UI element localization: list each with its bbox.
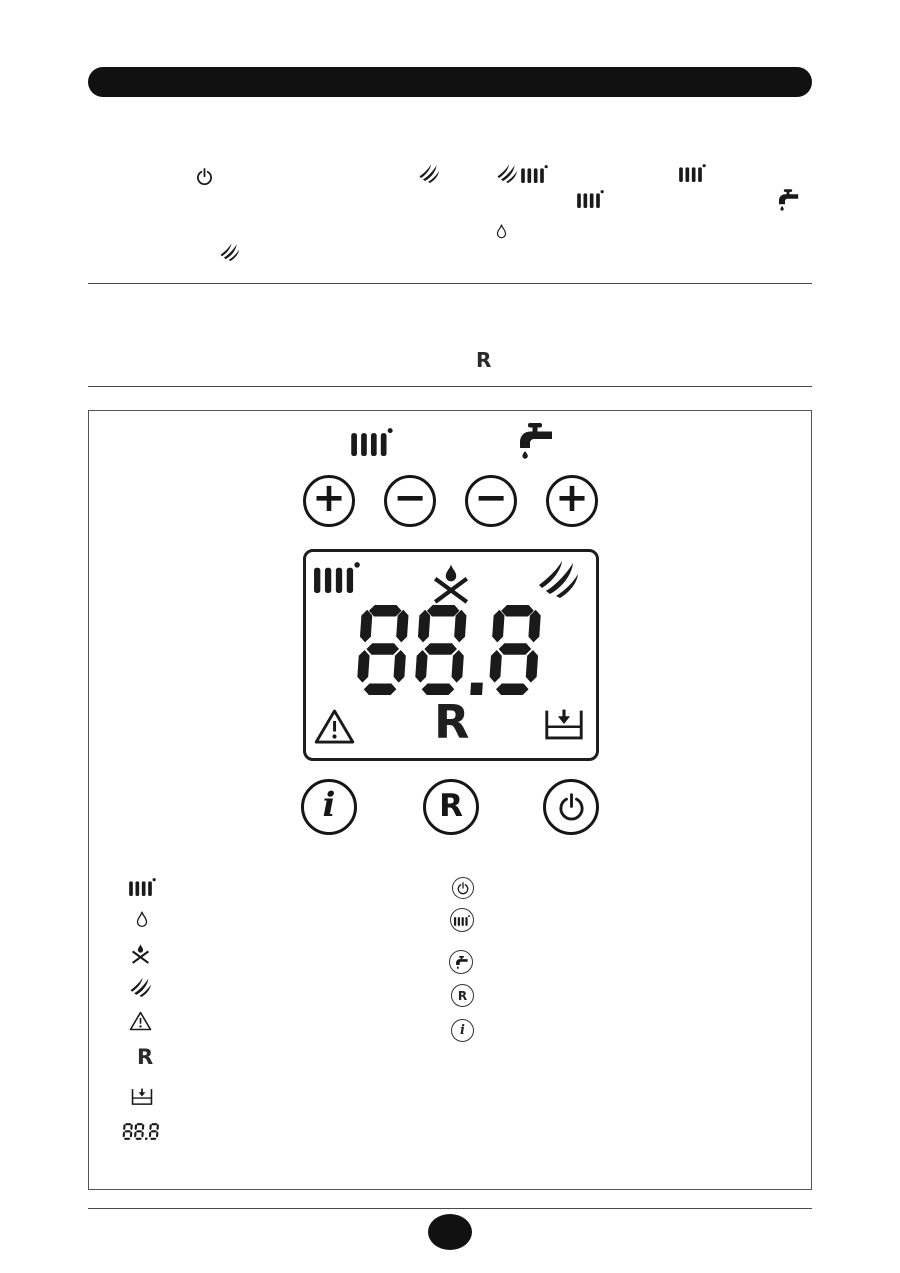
radiator-icon <box>351 428 393 456</box>
radiator-icon <box>450 908 474 932</box>
fill-tank-icon <box>544 707 584 741</box>
heating-minus-button[interactable]: − <box>384 475 436 527</box>
lcd-display: R <box>303 549 599 761</box>
radiator-icon <box>679 164 706 182</box>
reset-letter: R <box>451 984 474 1007</box>
divider <box>88 386 812 387</box>
burner-flame-icon <box>497 164 518 183</box>
segment-display-icon <box>122 1123 160 1140</box>
burner-flame-icon <box>130 977 152 997</box>
burner-flame-icon <box>538 560 580 598</box>
info-letter: i <box>451 1019 474 1042</box>
minus-label: − <box>393 475 427 521</box>
warning-icon <box>314 708 355 745</box>
fill-tank-icon <box>131 1087 153 1106</box>
radiator-icon <box>577 190 604 208</box>
segment-display <box>354 604 546 696</box>
radiator-icon <box>129 878 156 896</box>
footer-divider <box>88 1208 812 1209</box>
tap-icon <box>515 423 555 459</box>
burner-flame-icon <box>419 164 440 183</box>
section-title-bar <box>88 67 812 97</box>
tap-icon <box>776 189 800 211</box>
flame-crossed-icon <box>131 944 150 964</box>
heating-plus-button[interactable]: + <box>303 475 355 527</box>
divider <box>88 283 812 284</box>
reset-letter: R <box>476 348 492 372</box>
flame-crossed-icon <box>432 564 470 604</box>
warning-icon <box>129 1011 152 1031</box>
info-button[interactable]: i <box>301 779 357 835</box>
minus-label: − <box>474 475 508 521</box>
power-icon <box>452 877 474 899</box>
reset-button[interactable]: R <box>423 779 479 835</box>
reset-letter: R <box>439 788 463 824</box>
page-number-badge <box>428 1214 472 1250</box>
flame-icon <box>496 224 507 239</box>
info-letter: i <box>322 785 336 825</box>
control-panel-figure: + − − + R i <box>88 410 812 1190</box>
radiator-icon <box>314 562 360 593</box>
tap-icon <box>449 950 473 974</box>
radiator-icon <box>521 165 548 183</box>
reset-letter: R <box>434 695 470 749</box>
plus-label: + <box>312 475 346 521</box>
dhw-minus-button[interactable]: − <box>465 475 517 527</box>
burner-flame-icon <box>220 243 240 261</box>
flame-icon <box>136 911 148 928</box>
power-icon <box>196 168 213 186</box>
dhw-plus-button[interactable]: + <box>546 475 598 527</box>
power-icon <box>558 792 584 821</box>
power-button[interactable] <box>543 779 599 835</box>
reset-letter: R <box>137 1045 154 1069</box>
plus-label: + <box>555 475 589 521</box>
